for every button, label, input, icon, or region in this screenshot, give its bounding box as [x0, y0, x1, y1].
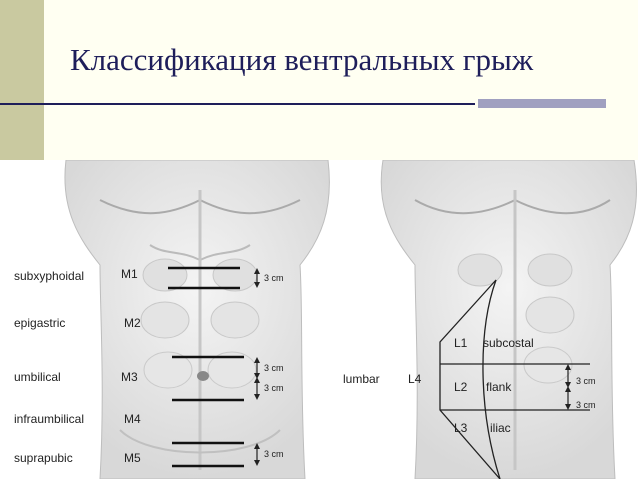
dimension-label: 3 cm: [264, 363, 284, 373]
zone-name-iliac: iliac: [490, 421, 511, 435]
dimension-label: 3 cm: [264, 273, 284, 283]
dimension-label: 3 cm: [264, 449, 284, 459]
midline-torso: [64, 160, 330, 479]
zone-name-flank: flank: [486, 380, 512, 394]
zone-name-infraumbilical: infraumbilical: [14, 412, 84, 426]
zone-code-m3: M3: [121, 370, 138, 384]
hernia-classification-figure: 3 cm 3 cm 3 cm 3 cm subxyphoidal epigast…: [0, 160, 638, 479]
hernia-diagram-svg: 3 cm 3 cm 3 cm 3 cm subxyphoidal epigast…: [14, 160, 637, 479]
zone-name-epigastric: epigastric: [14, 316, 65, 330]
zone-code-l2: L2: [454, 380, 468, 394]
title-underline: [0, 103, 475, 105]
zone-code-l1: L1: [454, 336, 468, 350]
region-name-lumbar: lumbar: [343, 372, 380, 386]
slide-header: Классификация вентральных грыж: [0, 0, 638, 160]
slide-title: Классификация вентральных грыж: [70, 42, 534, 77]
zone-name-umbilical: umbilical: [14, 370, 61, 384]
zone-name-subcostal: subcostal: [483, 336, 534, 350]
lumbar-region-outline: [439, 279, 590, 479]
zone-code-m4: M4: [124, 412, 141, 426]
zone-code-m2: M2: [124, 316, 141, 330]
zone-code-m5: M5: [124, 451, 141, 465]
region-code-l4: L4: [408, 372, 422, 386]
umbilicus-icon: [197, 371, 209, 381]
zone-code-l3: L3: [454, 421, 468, 435]
left-accent-strip: [0, 0, 44, 160]
midline-boundary-lines: [168, 266, 244, 468]
dimension-label: 3 cm: [576, 400, 596, 410]
lateral-torso: [380, 160, 637, 479]
zone-name-subxyphoidal: subxyphoidal: [14, 269, 84, 283]
dimension-label: 3 cm: [264, 383, 284, 393]
zone-name-suprapubic: suprapubic: [14, 451, 73, 465]
dimension-label: 3 cm: [576, 376, 596, 386]
zone-code-m1: M1: [121, 267, 138, 281]
title-accent-bar: [478, 99, 606, 108]
